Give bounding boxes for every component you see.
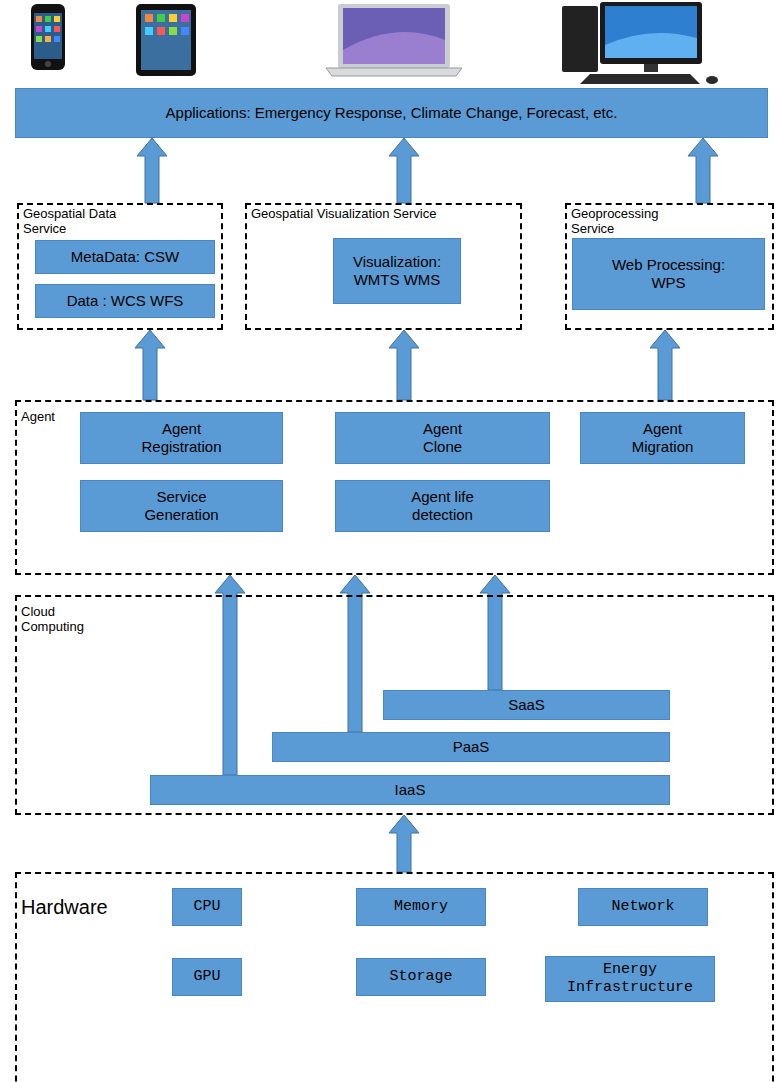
box-label: PaaS xyxy=(453,738,490,756)
agent-box: Agent Migration xyxy=(580,412,745,464)
box-label: Memory xyxy=(394,898,448,916)
phone-body xyxy=(31,4,65,70)
box-label: MetaData: CSW xyxy=(71,248,179,266)
block-arrow xyxy=(480,575,510,690)
block-arrow xyxy=(135,330,165,400)
hardware-box: GPU xyxy=(172,958,242,996)
hardware-box: CPU xyxy=(172,888,242,926)
block-arrow xyxy=(389,138,419,203)
hardware-box: Energy Infrastructure xyxy=(545,956,715,1002)
app-icon xyxy=(145,14,153,22)
block-arrow xyxy=(215,575,245,775)
agent-box: Agent Registration xyxy=(80,412,283,464)
service-box: Data : WCS WFS xyxy=(35,284,215,318)
keyboard xyxy=(580,74,700,84)
app-icon xyxy=(54,26,60,32)
box-label: Service Generation xyxy=(132,488,232,524)
application-bar: Applications: Emergency Response, Climat… xyxy=(15,88,768,138)
box-label: Agent Migration xyxy=(623,420,703,456)
app-icon xyxy=(45,16,51,22)
tablet-body xyxy=(136,4,196,76)
app-icon xyxy=(45,36,51,42)
hardware-box: Network xyxy=(578,888,708,926)
block-arrow xyxy=(340,575,370,732)
monitor-stand xyxy=(644,64,658,72)
screen-wallpaper xyxy=(605,33,697,58)
group-heading: Geoprocessing Service xyxy=(571,207,701,237)
agent-layer: AgentAgent RegistrationAgent CloneAgent … xyxy=(15,400,774,575)
box-label: Agent Clone xyxy=(413,420,473,456)
group-heading: Cloud Computing xyxy=(21,605,101,635)
app-icon xyxy=(181,27,189,35)
service-box: Visualization: WMTS WMS xyxy=(333,238,461,304)
hardware-box: Memory xyxy=(356,888,486,926)
app-icon xyxy=(45,26,51,32)
block-arrow xyxy=(688,138,718,203)
service-group: Geoprocessing ServiceWeb Processing: WPS xyxy=(565,203,774,330)
box-label: Agent Registration xyxy=(132,420,232,456)
app-icon xyxy=(157,27,165,35)
monitor-screen xyxy=(605,6,697,58)
service-group: Geospatial Data ServiceMetaData: CSW Data… xyxy=(17,203,223,330)
group-heading: Agent xyxy=(21,410,81,425)
service-box: MetaData: CSW xyxy=(35,240,215,274)
screen-wallpaper xyxy=(343,32,445,64)
agent-box: Agent life detection xyxy=(335,480,550,532)
app-icon xyxy=(36,36,42,42)
service-group: Geospatial Visualization ServiceVisualiz… xyxy=(245,203,522,330)
box-label: SaaS xyxy=(508,696,545,714)
box-label: Applications: Emergency Response, Climat… xyxy=(166,104,618,122)
tablet-screen xyxy=(141,10,191,70)
group-heading: Geospatial Visualization Service xyxy=(251,207,516,222)
cloud-layer: Cloud ComputingSaaS PaaS IaaS xyxy=(15,595,774,815)
mouse xyxy=(706,76,718,84)
laptop-lid xyxy=(338,4,450,68)
box-label: Network xyxy=(611,898,674,916)
app-icon xyxy=(145,27,153,35)
group-heading: Geospatial Data Service xyxy=(23,207,153,237)
cloud-service-bar: IaaS xyxy=(150,775,670,805)
block-arrow xyxy=(389,330,419,400)
cloud-service-bar: SaaS xyxy=(383,690,670,720)
home-button xyxy=(45,61,51,67)
box-label: Web Processing: WPS xyxy=(609,256,729,292)
hardware-box: Storage xyxy=(356,958,486,996)
app-icon xyxy=(54,16,60,22)
phone-screen xyxy=(34,13,62,59)
service-box: Web Processing: WPS xyxy=(572,238,765,310)
agent-box: Service Generation xyxy=(80,480,283,532)
box-label: Storage xyxy=(389,968,452,986)
laptop-base xyxy=(326,68,462,76)
block-arrow xyxy=(389,815,419,872)
app-icon xyxy=(36,16,42,22)
tablet-icon xyxy=(136,4,196,76)
box-label: Energy Infrastructure xyxy=(565,961,695,997)
block-arrow xyxy=(650,330,680,400)
box-label: CPU xyxy=(193,898,220,916)
laptop-screen xyxy=(343,8,445,64)
app-icon xyxy=(36,26,42,32)
box-label: Visualization: WMTS WMS xyxy=(342,253,452,289)
computer-tower xyxy=(562,6,598,72)
box-label: Data : WCS WFS xyxy=(67,292,184,310)
app-icon xyxy=(169,14,177,22)
box-label: GPU xyxy=(193,968,220,986)
agent-box: Agent Clone xyxy=(335,412,550,464)
app-icon xyxy=(54,36,60,42)
app-icon xyxy=(169,27,177,35)
hardware-layer: HardwareCPUMemoryNetworkGPUStorageEnergy… xyxy=(15,872,774,1082)
monitor-frame xyxy=(600,2,702,64)
laptop-icon xyxy=(326,4,462,76)
box-label: Agent life detection xyxy=(388,488,498,524)
box-label: IaaS xyxy=(395,781,426,799)
app-icon xyxy=(181,14,189,22)
app-icon xyxy=(157,14,165,22)
desktop-computer-icon xyxy=(562,2,718,84)
smartphone-icon xyxy=(31,4,65,70)
cloud-service-bar: PaaS xyxy=(272,732,670,762)
block-arrow xyxy=(137,138,167,203)
device-illustrations xyxy=(0,0,776,90)
